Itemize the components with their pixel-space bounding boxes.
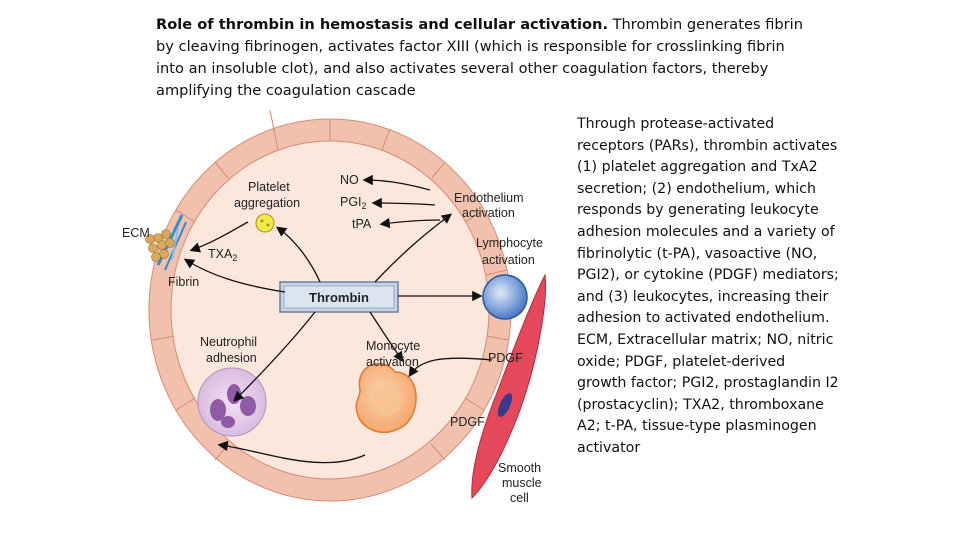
neutrophil-label-1: Neutrophil: [200, 335, 257, 349]
smooth-muscle-label-2: muscle: [502, 476, 542, 490]
fibrin-cluster: [145, 229, 175, 262]
arrows: [183, 174, 493, 464]
arrow-tpa: [379, 217, 441, 229]
figure-caption: Role of thrombin in hemostasis and cellu…: [156, 14, 806, 102]
platelet-label-1: Platelet: [248, 180, 290, 194]
pdgf-right-label: PDGF: [488, 351, 523, 365]
monocyte-label-1: Monocyte: [366, 339, 420, 353]
caption-title: Role of thrombin in hemostasis and cellu…: [156, 16, 608, 33]
caption-body: Thrombin generates fibrin by cleaving fi…: [156, 16, 803, 99]
monocyte-cell: [355, 362, 417, 434]
smooth-muscle-cell: [471, 273, 546, 500]
endothelium-label-1: Endothelium: [454, 191, 524, 205]
ecm-label: ECM: [122, 226, 150, 240]
lymphocyte-label-1: Lymphocyte: [476, 236, 543, 250]
lymphocyte-label-2: activation: [482, 253, 535, 267]
tpa-label: tPA: [352, 217, 372, 231]
fibrin-label: Fibrin: [168, 275, 199, 289]
arrow-no: [362, 174, 431, 191]
smooth-muscle-label-1: Smooth: [498, 461, 541, 475]
lymphocyte-cell: [482, 274, 528, 320]
arrow-pgi2: [371, 197, 436, 209]
arrow-txa2: [189, 221, 249, 253]
arrow-pdgf-right: [408, 357, 493, 378]
txa2-label: TXA2: [208, 247, 237, 263]
pdgf-bottom-label: PDGF: [450, 415, 485, 429]
platelet-label-2: aggregation: [234, 196, 300, 210]
arrow-platelet: [275, 226, 321, 283]
side-explanation: Through protease-activated receptors (PA…: [577, 116, 839, 456]
arrow-fibrin: [183, 258, 286, 293]
arrow-monocyte: [369, 311, 404, 363]
thrombin-box: Thrombin: [279, 281, 399, 313]
arrow-endothelium: [374, 213, 453, 283]
arrow-pdgf-bottom: [217, 440, 366, 464]
thrombin-label: Thrombin: [309, 290, 369, 305]
arrow-neutrophil: [233, 311, 316, 402]
pgi2-label: PGI2: [340, 195, 367, 211]
platelet-icon: [255, 213, 275, 233]
neutrophil-label-2: adhesion: [206, 351, 257, 365]
smooth-muscle-label-3: cell: [510, 491, 529, 505]
monocyte-label-2: activation: [366, 355, 419, 369]
no-label: NO: [340, 173, 359, 187]
thrombin-diagram: Thrombin ECM Fibrin Platelet aggregation…: [122, 110, 546, 505]
endothelium-label-2: activation: [462, 206, 515, 220]
